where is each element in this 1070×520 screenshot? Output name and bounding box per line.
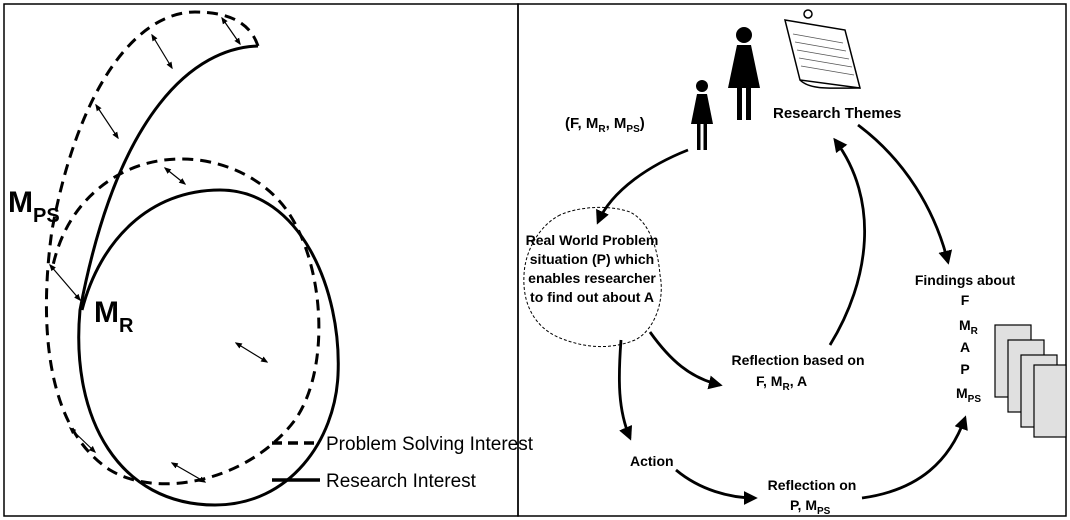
fmr-mid: , M bbox=[606, 115, 627, 132]
findings-title: Findings about bbox=[915, 272, 1016, 288]
reflection-based-line-2: F, MR, A bbox=[756, 373, 807, 393]
cycle-arrows bbox=[596, 123, 968, 505]
problem-line-1: Real World Problem bbox=[526, 232, 659, 248]
reflection-on-line-2: P, MPS bbox=[790, 497, 831, 517]
fmr-close: ) bbox=[640, 115, 645, 132]
mps-label: MPS bbox=[8, 186, 60, 227]
reflection-on-line-1: Reflection on bbox=[768, 477, 857, 493]
fmr-label: (F, MR, MPS) bbox=[565, 115, 645, 135]
mr-sub: R bbox=[119, 315, 134, 337]
findings-mps: MPS bbox=[956, 385, 981, 405]
findings-p: P bbox=[960, 361, 969, 377]
research-themes-label: Research Themes bbox=[773, 105, 901, 122]
arrow-reflection-to-findings bbox=[861, 415, 968, 500]
mps-main: M bbox=[8, 186, 33, 219]
problem-situation-cloud bbox=[523, 206, 662, 348]
problem-line-3: enables researcher bbox=[528, 270, 656, 286]
problem-situation-text: Real World Problem situation (P) which e… bbox=[526, 232, 659, 305]
arrow-problem-to-reflection bbox=[648, 331, 723, 390]
findings-f: F bbox=[961, 292, 970, 308]
gap-arrows bbox=[49, 16, 269, 483]
problem-line-2: situation (P) which bbox=[530, 251, 654, 267]
problem-line-4: to find out about A bbox=[530, 289, 654, 305]
reflection-based-line-1: Reflection based on bbox=[731, 352, 864, 368]
mr-main: M bbox=[94, 296, 119, 329]
findings-a: A bbox=[960, 339, 970, 355]
problem-solving-curve bbox=[44, 10, 321, 486]
person-small-icon bbox=[691, 80, 713, 150]
fmr-sub-r: R bbox=[598, 124, 606, 135]
arrow-action-to-reflection bbox=[675, 468, 758, 505]
fmr-sub-ps: PS bbox=[626, 124, 640, 135]
arrow-problem-to-action bbox=[617, 339, 633, 441]
research-interest-curve bbox=[77, 44, 340, 507]
legend-problem-solving: Problem Solving Interest bbox=[326, 434, 534, 455]
fmr-open: (F, M bbox=[565, 115, 598, 132]
mps-sub: PS bbox=[33, 205, 60, 227]
arrow-people-to-problem bbox=[596, 148, 689, 225]
document-stack-icon bbox=[994, 324, 1067, 438]
mr-label: MR bbox=[94, 296, 134, 337]
findings-label: Findings about F MR A P MPS bbox=[915, 272, 1016, 405]
person-large-icon bbox=[728, 27, 760, 120]
legend-research: Research Interest bbox=[326, 471, 477, 492]
right-panel-frame bbox=[517, 3, 1067, 517]
findings-mr: MR bbox=[959, 317, 979, 337]
arrow-reflection-to-themes bbox=[828, 137, 866, 346]
document-scroll-icon bbox=[783, 9, 862, 89]
arrow-themes-to-findings bbox=[857, 123, 953, 265]
legend: Problem Solving Interest Research Intere… bbox=[272, 434, 534, 492]
action-label: Action bbox=[630, 453, 674, 469]
